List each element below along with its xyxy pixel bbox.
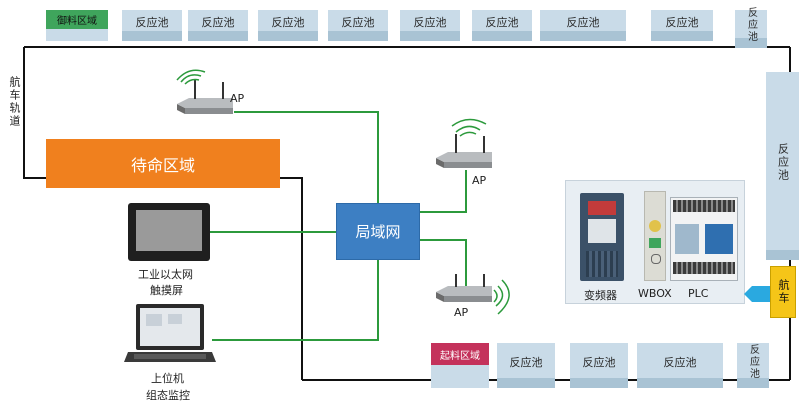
plc-terminals-top (673, 200, 735, 212)
tank-bottom-2: 反应池 (570, 343, 628, 388)
track-rail-left (23, 47, 46, 179)
feed-zone-top-label: 御料区域 (57, 16, 97, 27)
standby-zone-label: 待命区域 (130, 155, 195, 175)
laptop-icon-svg (124, 304, 216, 362)
lan-hub: 局域网 (336, 203, 420, 260)
control-panel: 变频器 WBOX PLC (565, 180, 745, 304)
tank-label: 反应池 (747, 343, 759, 380)
ap-label-3: AP (454, 306, 469, 319)
vfd-keypad (588, 219, 616, 243)
feed-zone-bottom-label: 起料区域 (440, 350, 480, 362)
tank-bottom-1: 反应池 (497, 343, 555, 388)
crane-car: 航车 (770, 266, 796, 318)
ap-router-1 (175, 68, 235, 120)
signal-arrow (744, 283, 770, 305)
standby-zone: 待命区域 (46, 139, 280, 188)
feed-zone-top: 御料区域 (46, 10, 108, 29)
tank-right: 反应池 (766, 72, 799, 260)
touchscreen-label-1: 工业以太网 (138, 268, 193, 281)
tank-top-1: 反应池 (122, 10, 182, 41)
vfd-display (588, 201, 616, 215)
tank-bottom-corner: 反应池 (737, 343, 769, 388)
tank-label: 反应池 (663, 355, 697, 369)
link-ap3-lan (420, 239, 467, 290)
tank-label: 反应池 (271, 15, 305, 29)
lan-label: 局域网 (355, 223, 401, 241)
plc-terminals-bottom (673, 262, 735, 274)
wbox-port-mid (649, 238, 661, 248)
ap-label-1: AP (230, 92, 245, 105)
link-ap1-lan (234, 111, 379, 203)
pc-label-2: 组态监控 (146, 389, 190, 402)
tank-top-4: 反应池 (328, 10, 388, 41)
wbox-label: WBOX (638, 287, 672, 300)
vfd-label: 变频器 (584, 289, 617, 302)
tank-top-corner: 反应池 (735, 7, 767, 48)
tank-top-5: 反应池 (400, 10, 460, 41)
tank-top-3: 反应池 (258, 10, 318, 41)
tank-top-2: 反应池 (188, 10, 248, 41)
track-rail-connector (280, 177, 303, 380)
laptop-icon (124, 302, 216, 366)
tank-label: 反应池 (341, 15, 375, 29)
plc-panel-left (675, 224, 699, 254)
tank-label: 反应池 (582, 355, 616, 369)
tank-top-8: 反应池 (651, 10, 713, 41)
ap-router-3 (434, 272, 518, 322)
plc-device (670, 197, 738, 281)
router-icon (176, 69, 233, 114)
ap-label-2: AP (472, 174, 487, 187)
plc-label: PLC (688, 287, 709, 300)
ap-router-2 (434, 116, 494, 172)
touchscreen-label-2: 触摸屏 (150, 284, 183, 297)
tank-label: 反应池 (413, 15, 447, 29)
tank-label: 反应池 (509, 355, 543, 369)
tank-label: 反应池 (485, 15, 519, 29)
tank-top-7: 反应池 (540, 10, 626, 41)
wbox-port-low (651, 254, 661, 264)
feed-zone-bottom-base (431, 365, 489, 388)
pc-label-1: 上位机 (151, 372, 184, 385)
tank-label: 反应池 (665, 15, 699, 29)
crane-car-label: 航车 (777, 279, 790, 305)
touchscreen-device (128, 203, 210, 261)
tank-label: 反应池 (776, 142, 790, 182)
vfd-device (580, 193, 624, 281)
feed-zone-bottom: 起料区域 (431, 343, 489, 365)
tank-label: 反应池 (201, 15, 235, 29)
track-label: 航车轨道 (8, 76, 21, 128)
link-pc-lan (212, 260, 379, 341)
feed-zone-top-base (46, 29, 108, 41)
tank-label: 反应池 (745, 7, 757, 43)
link-ap2-lan (420, 170, 467, 213)
arrow-left-icon (744, 286, 770, 302)
tank-bottom-3: 反应池 (637, 343, 723, 388)
plc-panel-right (705, 224, 733, 254)
touchscreen-display (136, 210, 202, 251)
vfd-fins (586, 251, 618, 277)
tank-label: 反应池 (566, 15, 600, 29)
router-icon (436, 118, 492, 168)
wbox-port-top (649, 220, 661, 232)
router-icon (436, 274, 510, 315)
tank-top-6: 反应池 (472, 10, 532, 41)
wbox-device (644, 191, 666, 281)
tank-label: 反应池 (135, 15, 169, 29)
